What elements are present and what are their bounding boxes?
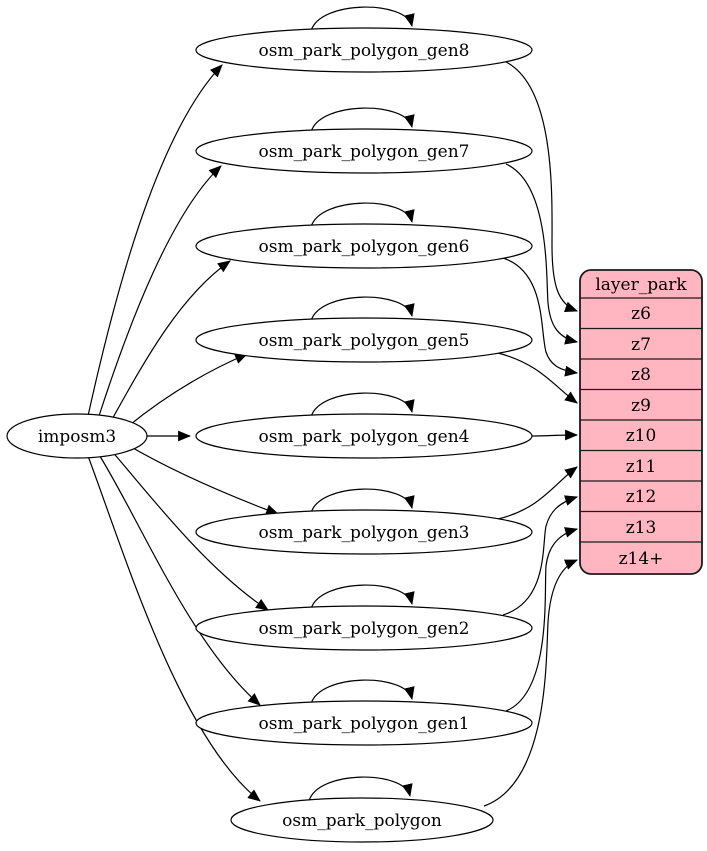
edges-from-source: [87, 64, 280, 802]
layer-row-z6: z6: [631, 304, 651, 324]
layer-table: layer_park z6 z7 z8 z9 z10 z11 z12 z13 z…: [579, 269, 703, 575]
self-loop-gen6: [310, 202, 415, 228]
table-node-osm-park-polygon-gen7: osm_park_polygon_gen7: [195, 128, 533, 174]
layer-row-z7: z7: [631, 335, 651, 355]
edge-gen4-to-z10: [530, 429, 579, 441]
layer-row-z10: z10: [626, 426, 657, 446]
layer-row-z8: z8: [631, 365, 651, 385]
edge-gen5-to-z9: [497, 352, 578, 404]
self-loop-gen2: [310, 584, 415, 610]
gen2-label: osm_park_polygon_gen2: [259, 619, 470, 639]
layer-table-title: layer_park: [595, 275, 687, 295]
source-node-imposm3: imposm3: [6, 413, 148, 459]
gen7-ellipse: [195, 128, 533, 174]
self-loop-gen1: [310, 679, 415, 705]
self-loop-gen7: [310, 107, 415, 133]
edge-imposm3-to-gen6: [109, 260, 231, 424]
table-node-osm-park-polygon-gen1: osm_park_polygon_gen1: [195, 700, 533, 746]
edge-gen2-to-z12: [502, 495, 579, 616]
self-loop-gen4: [310, 392, 415, 418]
gen4-label: osm_park_polygon_gen4: [259, 427, 470, 447]
layer-row-z11: z11: [626, 457, 657, 477]
table-node-osm-park-polygon-gen3: osm_park_polygon_gen3: [195, 509, 533, 555]
imposm3-label: imposm3: [38, 427, 116, 447]
gen8-label: osm_park_polygon_gen8: [259, 41, 470, 61]
layer-row-z13: z13: [626, 518, 657, 538]
polygon-label: osm_park_polygon: [282, 811, 442, 831]
edge-imposm3-to-gen8: [87, 64, 223, 417]
table-node-osm-park-polygon-gen2: osm_park_polygon_gen2: [195, 605, 533, 651]
gen6-label: osm_park_polygon_gen6: [259, 237, 470, 257]
self-loops: [308, 6, 415, 802]
gen8-ellipse: [195, 27, 533, 73]
polygon-ellipse: [230, 797, 494, 843]
gen3-label: osm_park_polygon_gen3: [259, 523, 470, 543]
edge-gen3-to-z11: [497, 466, 578, 520]
edge-gen6-to-z8: [502, 257, 579, 377]
edge-imposm3-to-gen2: [109, 448, 269, 611]
layer-table-body: [579, 269, 703, 575]
gen2-ellipse: [195, 605, 533, 651]
gen1-label: osm_park_polygon_gen1: [259, 714, 470, 734]
gen4-ellipse: [195, 413, 533, 459]
edge-polygon-to-z14: [483, 559, 578, 807]
imposm3-ellipse: [6, 413, 148, 459]
layer-row-z14: z14+: [619, 549, 664, 569]
table-node-osm-park-polygon-gen8: osm_park_polygon_gen8: [195, 27, 533, 73]
edge-imposm3-to-polygon: [87, 455, 261, 802]
edge-gen7-to-z7: [505, 163, 579, 345]
edge-imposm3-to-gen5: [125, 353, 248, 429]
nodes: imposm3 osm_park_polygon_gen8 osm_park_p…: [6, 27, 533, 843]
self-loop-gen8: [310, 6, 415, 32]
layer-row-separators: [580, 297, 702, 543]
table-node-osm-park-polygon: osm_park_polygon: [230, 797, 494, 843]
gen6-ellipse: [195, 223, 533, 269]
edge-imposm3-to-gen3: [125, 443, 280, 515]
table-node-osm-park-polygon-gen5: osm_park_polygon_gen5: [195, 317, 533, 363]
edge-imposm3-to-gen1: [97, 452, 261, 706]
layer-row-z12: z12: [626, 487, 657, 507]
table-node-osm-park-polygon-gen6: osm_park_polygon_gen6: [195, 223, 533, 269]
self-loop-polygon: [308, 776, 413, 802]
gen7-label: osm_park_polygon_gen7: [259, 142, 470, 162]
edge-gen1-to-z13: [505, 527, 579, 712]
gen1-ellipse: [195, 700, 533, 746]
edge-imposm3-to-gen7: [97, 165, 222, 420]
gen5-ellipse: [195, 317, 533, 363]
table-node-osm-park-polygon-gen4: osm_park_polygon_gen4: [195, 413, 533, 459]
layer-row-z9: z9: [631, 396, 651, 416]
edge-gen8-to-z6: [505, 61, 579, 312]
gen3-ellipse: [195, 509, 533, 555]
gen5-label: osm_park_polygon_gen5: [259, 331, 470, 351]
self-loop-gen5: [310, 296, 415, 322]
self-loop-gen3: [310, 488, 415, 514]
edges-to-layer: [483, 61, 579, 807]
